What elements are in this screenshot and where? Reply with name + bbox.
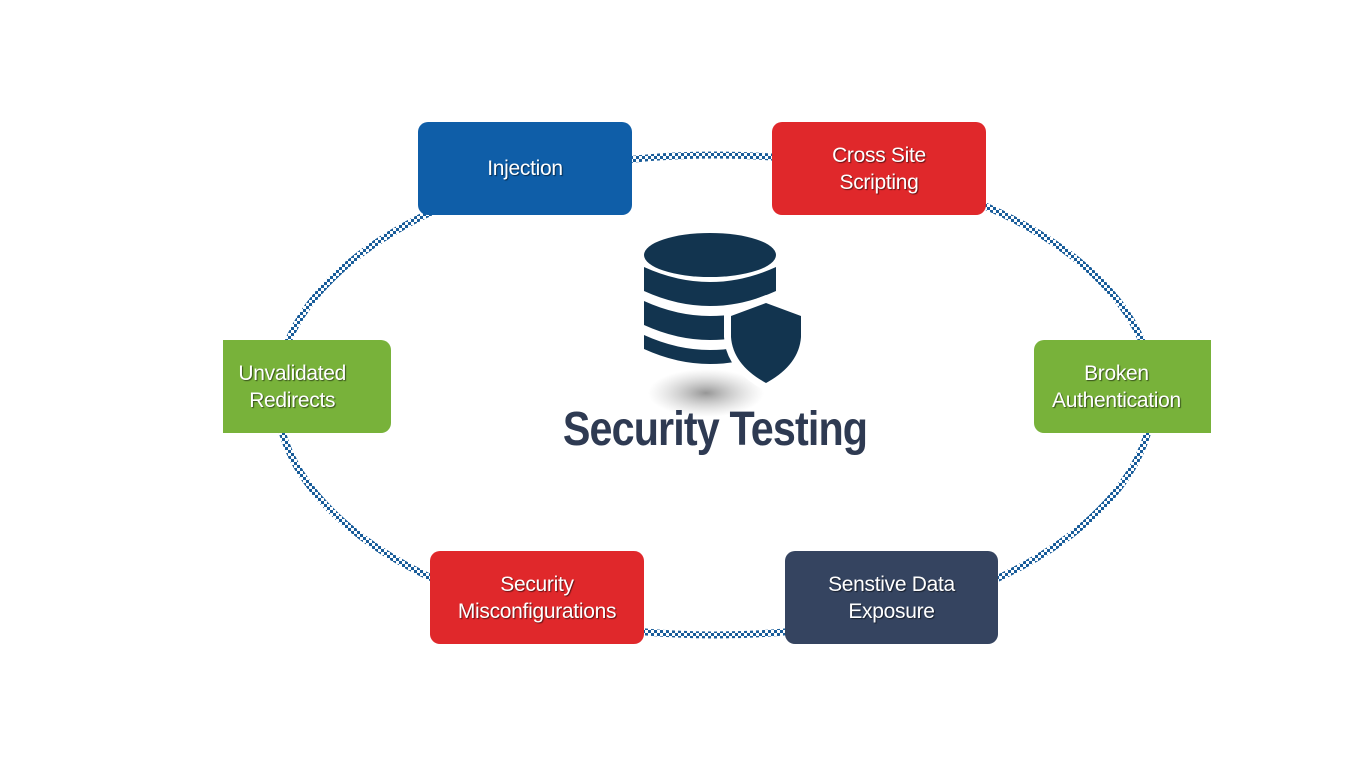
node-redirects-clip: Unvalidated Redirects — [223, 330, 403, 440]
node-unvalidated-redirects: Unvalidated Redirects — [223, 340, 391, 433]
center-title: Security Testing — [562, 403, 868, 456]
node-security-misconfigurations: Security Misconfigurations — [430, 551, 644, 644]
node-broken-authentication: Broken Authentication — [1034, 340, 1211, 433]
database-shield-icon — [644, 233, 808, 417]
node-injection: Injection — [418, 122, 632, 215]
node-cross-site-scripting: Cross Site Scripting — [772, 122, 986, 215]
node-sensitive-data-exposure: Senstive Data Exposure — [785, 551, 998, 644]
node-auth-clip: Broken Authentication — [1020, 330, 1211, 440]
